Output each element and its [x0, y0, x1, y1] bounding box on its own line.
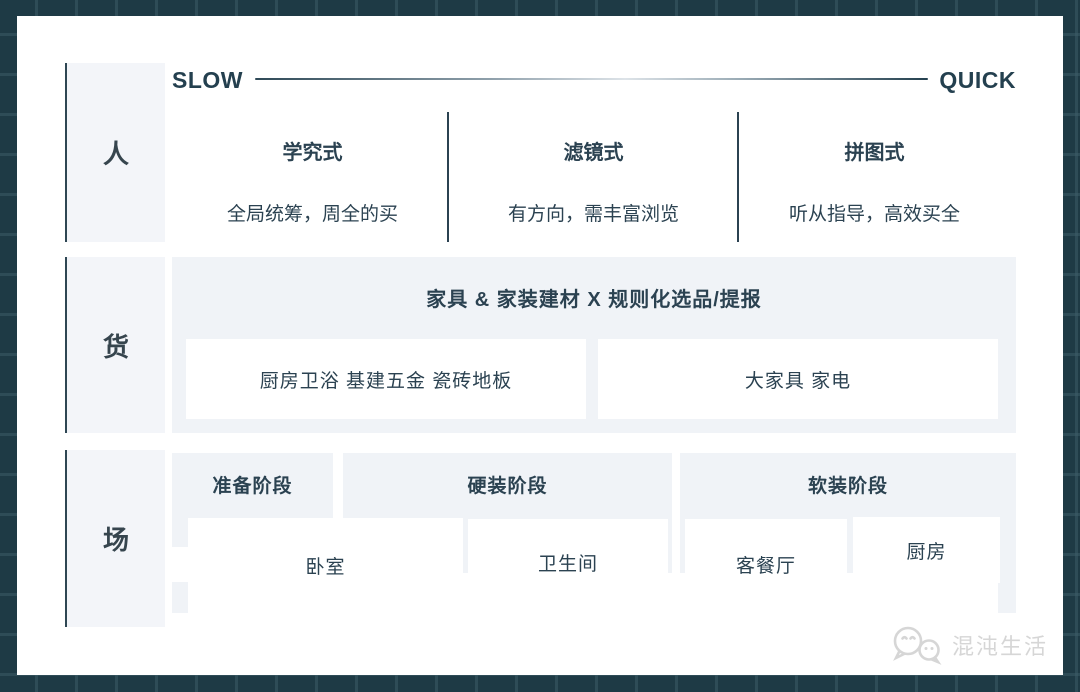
persona-column-3: 拼图式 听从指导，高效买全 [734, 136, 1015, 226]
persona-column-3-desc: 听从指导，高效买全 [788, 204, 960, 225]
axis-quick-label: QUICK [939, 67, 1016, 93]
goods-box-furniture: 大家具 家电 [598, 339, 998, 419]
watermark: 混沌生活 [890, 624, 1048, 666]
persona-divider-2 [737, 112, 739, 242]
goods-panel: 家具 & 家装建材 X 规则化选品/提报 厨房卫浴 基建五金 瓷砖地板 大家具 … [172, 257, 1016, 433]
persona-column-2-title: 滤镜式 [563, 142, 624, 164]
axis-line [255, 78, 928, 80]
rail-label-goods-text: 货 [102, 331, 129, 362]
scene-room-livingdining: 客餐厅 [685, 519, 847, 610]
persona-divider-1 [447, 112, 449, 242]
rail-label-scene: 场 [65, 450, 165, 627]
rail-label-persona: 人 [65, 63, 165, 242]
scene-row: 准备阶段 硬装阶段 软装阶段 卧室 卫生间 客餐厅 厨房 [172, 453, 1016, 629]
persona-column-3-title: 拼图式 [844, 142, 905, 164]
scene-accent-right [998, 548, 1016, 613]
persona-column-1-desc: 全局统筹，周全的买 [226, 204, 398, 225]
persona-column-2: 滤镜式 有方向，需丰富浏览 [453, 136, 734, 226]
watermark-text: 混沌生活 [952, 634, 1049, 659]
persona-column-1: 学究式 全局统筹，周全的买 [172, 136, 453, 226]
persona-column-2-desc: 有方向，需丰富浏览 [507, 204, 679, 225]
scene-room-bathroom: 卫生间 [468, 519, 668, 605]
axis-slow-label: SLOW [172, 67, 243, 93]
rail-label-scene-text: 场 [102, 525, 129, 555]
goods-box-hardware: 厨房卫浴 基建五金 瓷砖地板 [186, 339, 586, 419]
slide-card: 人 货 场 SLOW QUICK 学究式 全局统筹，周全的买 滤镜式 有方向，需… [17, 16, 1063, 675]
scene-room-kitchen: 厨房 [853, 517, 1000, 583]
chat-bubbles-faces-icon [893, 626, 942, 665]
rail-label-persona-text: 人 [102, 139, 129, 169]
goods-panel-title: 家具 & 家装建材 X 规则化选品/提报 [426, 289, 762, 311]
scene-room-bedroom: 卧室 [188, 518, 463, 613]
persona-column-1-title: 学究式 [282, 142, 343, 164]
rail-label-goods: 货 [65, 257, 165, 433]
